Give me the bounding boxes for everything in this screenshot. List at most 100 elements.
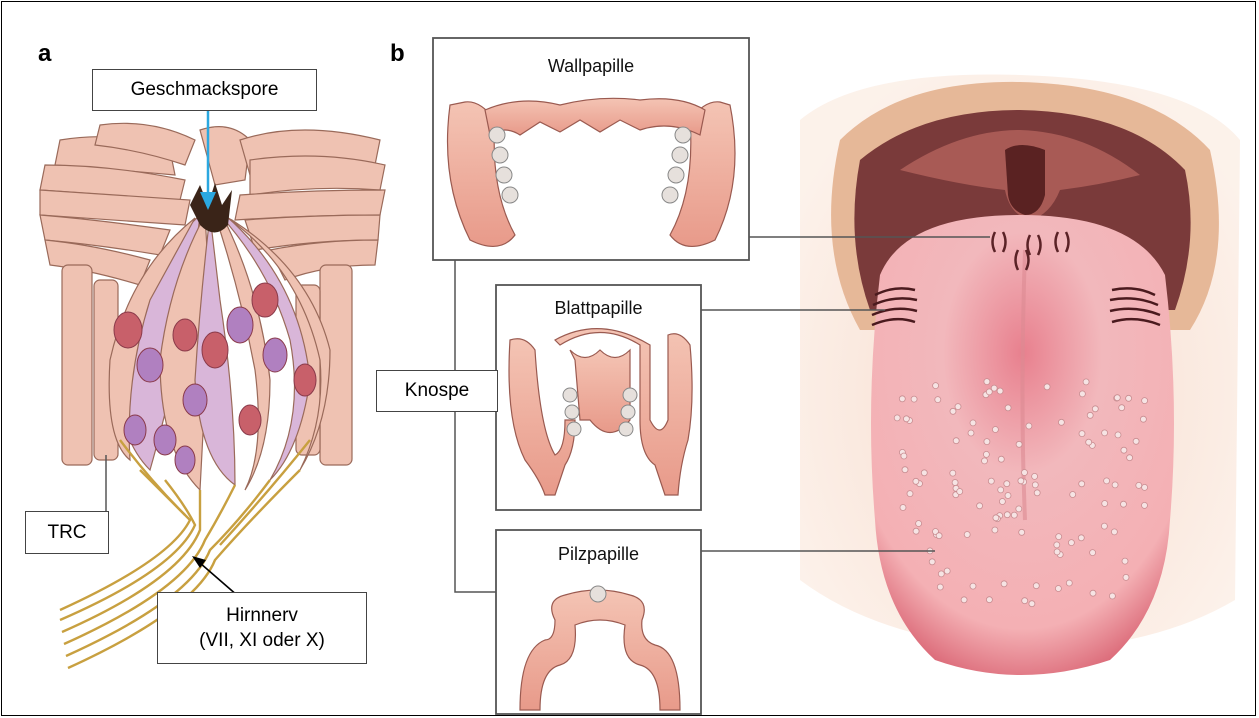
fungiform-dot	[1114, 395, 1120, 401]
fungiform-dot	[1126, 395, 1132, 401]
fungiform-dot	[993, 515, 999, 521]
fungiform-dot	[1142, 398, 1148, 404]
fungiform-dot	[1101, 523, 1107, 529]
fungiform-dot	[1004, 512, 1010, 518]
fungiform-dot	[1005, 493, 1011, 499]
fungiform-dot	[1068, 540, 1074, 546]
fungiform-dot	[903, 416, 909, 422]
trc-label: TRC	[25, 511, 109, 554]
fungiform-dot	[935, 397, 941, 403]
fungiform-dot	[1115, 432, 1121, 438]
fungiform-dot	[950, 470, 956, 476]
fungiform-dot	[1086, 439, 1092, 445]
taste-pore-label: Geschmackspore	[92, 69, 317, 111]
fungiform-dot	[1078, 535, 1084, 541]
fungiform-dot	[1044, 384, 1050, 390]
fungiform-dot	[911, 396, 917, 402]
fungiform-dot	[1142, 502, 1148, 508]
fungiform-dot	[1029, 601, 1035, 607]
fungiform-dot	[968, 430, 974, 436]
fungiform-dot	[1127, 455, 1133, 461]
fungiform-dot	[933, 383, 939, 389]
fungiform-dot	[984, 439, 990, 445]
fungiform-dot	[957, 489, 963, 495]
fungiform-dot	[1016, 506, 1022, 512]
panel-label-b: b	[390, 40, 405, 68]
fungiform-dot	[929, 559, 935, 565]
fungiform-dot	[1123, 574, 1129, 580]
fungiform-dot	[1018, 478, 1024, 484]
fungiform-dot	[916, 521, 922, 527]
fungiform-dot	[1104, 478, 1110, 484]
fungiform-dot	[1032, 482, 1038, 488]
fungiform-dot	[998, 487, 1004, 493]
fungiform-dot	[1087, 412, 1093, 418]
fungiform-dot	[1001, 581, 1007, 587]
fungiform-dot	[902, 467, 908, 473]
fungiform-dot	[982, 458, 988, 464]
fungiform-dot	[983, 451, 989, 457]
cranial-nerve-label-line1: Hirnnerv	[226, 603, 298, 628]
fungiform-dot	[1026, 423, 1032, 429]
fungiform-dot	[1011, 512, 1017, 518]
fungiform-dot	[950, 408, 956, 414]
fungiform-dot	[1102, 501, 1108, 507]
fungiform-dot	[1111, 529, 1117, 535]
fungiform-dot	[1142, 484, 1148, 490]
fungiform-dot	[953, 438, 959, 444]
fungiform-dot	[955, 404, 961, 410]
fungiform-dot	[1055, 586, 1061, 592]
fungiform-dot	[1019, 529, 1025, 535]
fungiform-dot	[1004, 481, 1010, 487]
fungiform-dot	[1058, 419, 1064, 425]
fungiform-dot	[964, 532, 970, 538]
fungiform-dot	[1140, 416, 1146, 422]
fungiform-dot	[1034, 490, 1040, 496]
fungiform-dot	[1109, 593, 1115, 599]
fungiform-dot	[1121, 447, 1127, 453]
fungiform-dot	[984, 379, 990, 385]
fungiform-dot	[1079, 391, 1085, 397]
fungiform-dot	[937, 584, 943, 590]
fungiform-dot	[1133, 438, 1139, 444]
fungiform-dot	[1066, 580, 1072, 586]
fungiform-dot	[913, 528, 919, 534]
fungiform-dot	[970, 583, 976, 589]
fungiform-dot	[992, 427, 998, 433]
fungiform-dot	[1005, 405, 1011, 411]
fungiform-dot	[944, 568, 950, 574]
fungiform-dot	[1079, 431, 1085, 437]
fungiform-dot	[998, 456, 1004, 462]
fungiform-dot	[986, 597, 992, 603]
fungiform-dot	[1033, 583, 1039, 589]
fungiform-dot	[921, 470, 927, 476]
fungiform-dot	[1122, 558, 1128, 564]
fungiform-taste-bud	[590, 586, 606, 602]
taste-bud-label: Knospe	[376, 370, 498, 412]
fungiform-dot	[900, 505, 906, 511]
fungiform-dot	[894, 415, 900, 421]
taste-bud-illustration	[40, 110, 385, 668]
foliate-title: Blattpapille	[496, 298, 701, 319]
fungiform-dot	[936, 533, 942, 539]
fungiform-dot	[1090, 590, 1096, 596]
panel-label-a: a	[38, 40, 51, 68]
fungiform-dot	[1079, 481, 1085, 487]
fungiform-dot	[970, 420, 976, 426]
fungiform-dot	[1032, 473, 1038, 479]
fungiform-dot	[1056, 534, 1062, 540]
fungiform-dot	[901, 453, 907, 459]
fungiform-dot	[1083, 379, 1089, 385]
fungiform-dot	[1092, 406, 1098, 412]
fungiform-dot	[1054, 542, 1060, 548]
fungiform-dot	[977, 503, 983, 509]
fungiform-dot	[938, 571, 944, 577]
fungiform-dot	[1136, 482, 1142, 488]
fungiform-dot	[1102, 430, 1108, 436]
fungiform-dot	[1070, 492, 1076, 498]
fungiform-dot	[1112, 482, 1118, 488]
fungiform-dot	[997, 388, 1003, 394]
cranial-nerve-label-line2: (VII, XI oder X)	[199, 628, 325, 653]
fungiform-dot	[1022, 470, 1028, 476]
fungiform-dot	[1054, 549, 1060, 555]
